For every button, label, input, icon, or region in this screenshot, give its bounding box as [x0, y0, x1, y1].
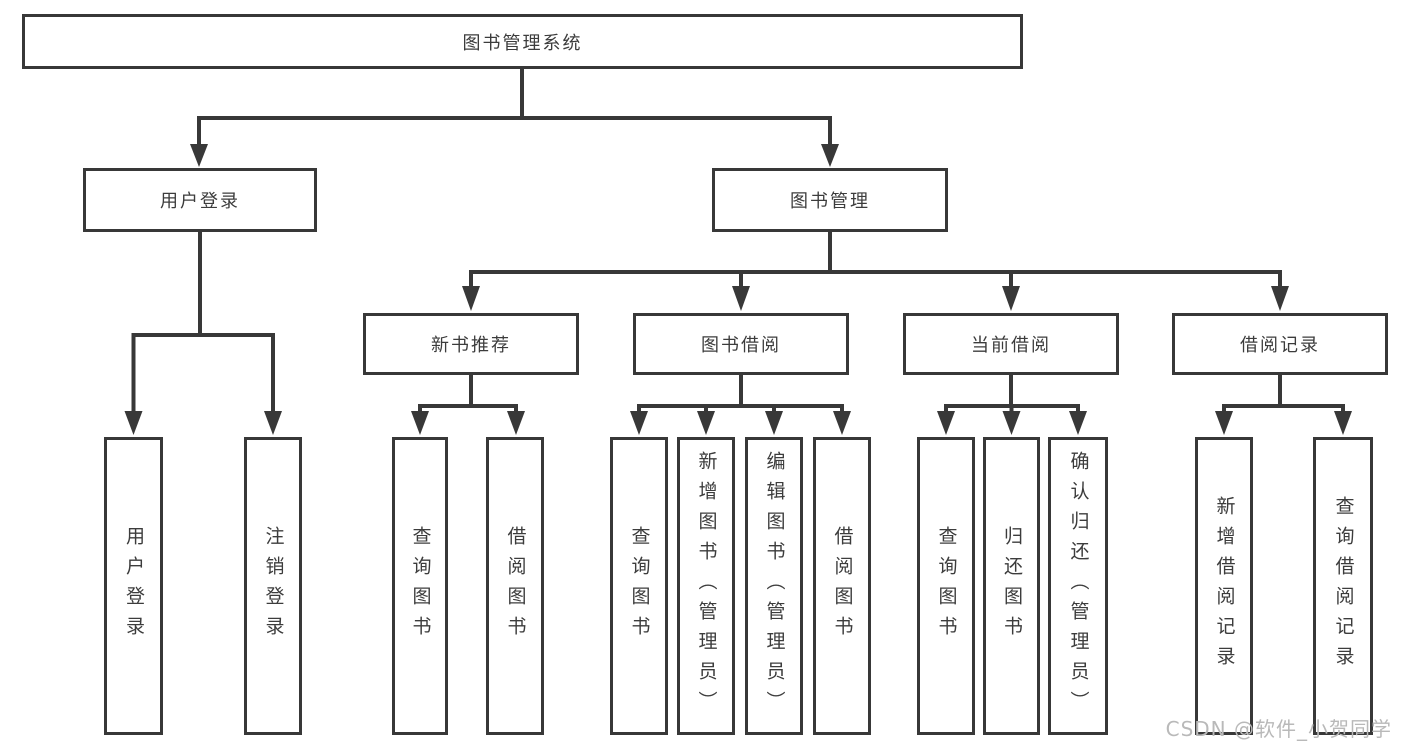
leaf-edit-book-admin: 编辑图书（管理员）: [745, 437, 803, 735]
leaf-logout-label: 注销登录: [262, 526, 285, 646]
leaf-query-borrow-record: 查询借阅记录: [1313, 437, 1373, 735]
leaf-borrow-books-recommend: 借阅图书: [486, 437, 544, 735]
leaf-user-login: 用户登录: [104, 437, 163, 735]
connector-current-borrow-children: [937, 374, 1087, 435]
node-book-management: 图书管理: [712, 168, 948, 232]
leaf-borrow-books-label: 借阅图书: [831, 526, 854, 646]
node-new-book-recommend: 新书推荐: [363, 313, 579, 375]
leaf-query-books-current: 查询图书: [917, 437, 975, 735]
node-borrow-records: 借阅记录: [1172, 313, 1388, 375]
leaf-confirm-return-admin-label: 确认归还（管理员）: [1067, 451, 1090, 721]
connector-book-management-children: [462, 231, 1289, 311]
node-current-borrow: 当前借阅: [903, 313, 1119, 375]
leaf-confirm-return-admin: 确认归还（管理员）: [1048, 437, 1108, 735]
leaf-query-books-borrow: 查询图书: [610, 437, 668, 735]
leaf-return-book: 归还图书: [983, 437, 1040, 735]
connector-new-book-recommend-children: [411, 374, 525, 435]
connector-book-borrow-children: [630, 374, 851, 435]
leaf-query-books-recommend: 查询图书: [392, 437, 448, 735]
watermark: CSDN @软件_小贺同学: [1165, 717, 1392, 741]
leaf-logout: 注销登录: [244, 437, 302, 735]
leaf-add-book-admin: 新增图书（管理员）: [677, 437, 735, 735]
leaf-query-borrow-record-label: 查询借阅记录: [1332, 496, 1355, 676]
leaf-borrow-books: 借阅图书: [813, 437, 871, 735]
leaf-edit-book-admin-label: 编辑图书（管理员）: [763, 451, 786, 721]
leaf-return-book-label: 归还图书: [1001, 526, 1023, 646]
leaf-borrow-books-recommend-label: 借阅图书: [504, 526, 527, 646]
leaf-add-borrow-record: 新增借阅记录: [1195, 437, 1253, 735]
node-system-root: 图书管理系统: [22, 14, 1023, 69]
connector-user-login-children: [124, 231, 282, 435]
leaf-query-books-borrow-label: 查询图书: [628, 526, 651, 646]
node-book-borrow: 图书借阅: [633, 313, 849, 375]
connector-borrow-records-children: [1215, 374, 1352, 435]
leaf-user-login-label: 用户登录: [123, 526, 145, 646]
node-user-login: 用户登录: [83, 168, 317, 232]
leaf-query-books-recommend-label: 查询图书: [409, 526, 432, 646]
connector-root-to-level1: [190, 67, 839, 167]
leaf-query-books-current-label: 查询图书: [935, 526, 958, 646]
leaf-add-book-admin-label: 新增图书（管理员）: [695, 451, 718, 721]
leaf-add-borrow-record-label: 新增借阅记录: [1213, 496, 1236, 676]
